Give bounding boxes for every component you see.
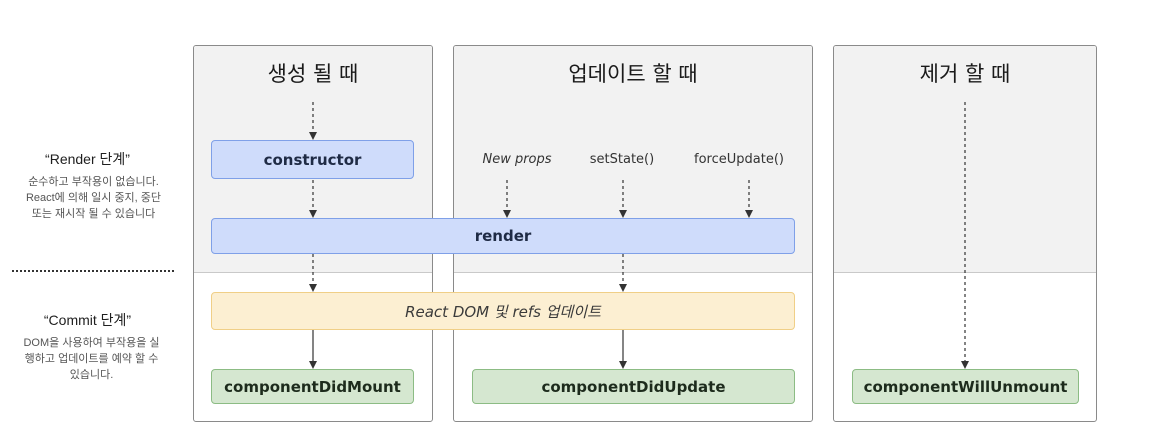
updating-title: 업데이트 할 때 [568, 62, 698, 86]
render-phase-title: “Render 단계” [45, 151, 130, 167]
component-did-update-box: componentDidUpdate [472, 369, 795, 404]
commit-phase-title: “Commit 단계” [43, 312, 132, 328]
force-update-label: forceUpdate() [694, 152, 784, 167]
phase-separator [12, 270, 174, 272]
unmounting-panel [833, 45, 1097, 422]
constructor-box: constructor [211, 140, 414, 179]
mounting-title: 생성 될 때 [267, 62, 359, 86]
react-dom-update-box: React DOM 및 refs 업데이트 [211, 292, 795, 330]
commit-phase-description: DOM을 사용하여 부작용을 실행하고 업데이트를 예약 할 수 있습니다. [23, 337, 160, 381]
new-props-label: New props [482, 152, 552, 167]
render-phase-description: 순수하고 부작용이 없습니다. React에 의해 일시 중지, 중단 또는 재… [25, 176, 162, 220]
unmounting-title: 제거 할 때 [919, 62, 1011, 86]
set-state-label: setState() [589, 152, 655, 167]
render-box: render [211, 218, 795, 254]
component-did-mount-box: componentDidMount [211, 369, 414, 404]
component-will-unmount-box: componentWillUnmount [852, 369, 1079, 404]
